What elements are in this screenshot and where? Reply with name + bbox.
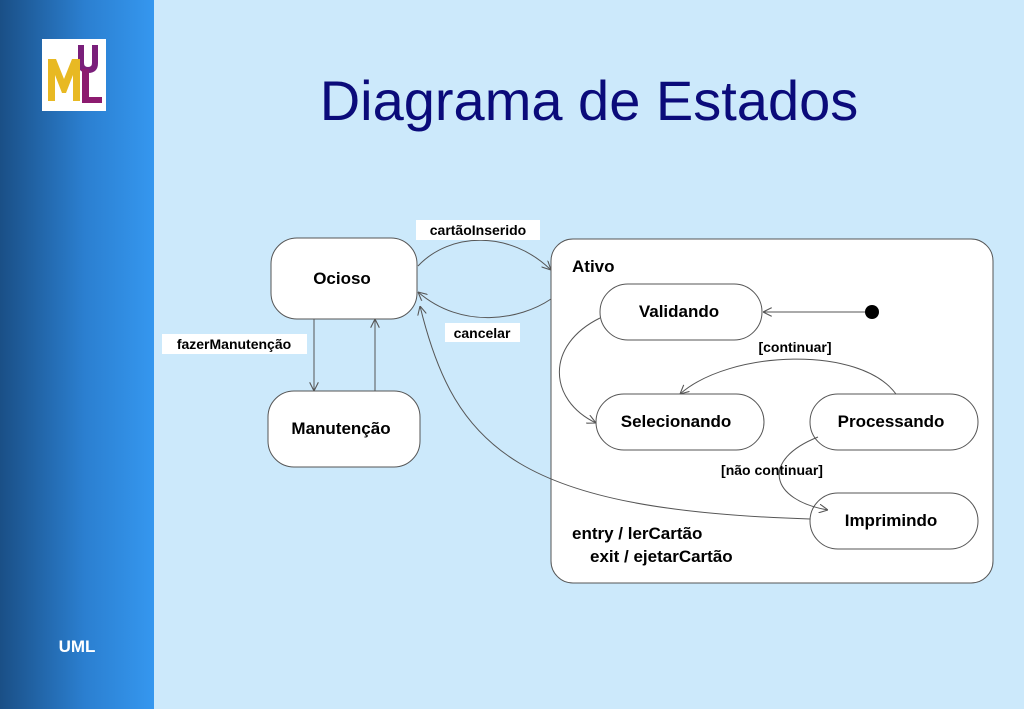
edge-continuar <box>680 358 897 394</box>
edge-cartao-inserido <box>417 239 551 270</box>
state-label-ocioso: Ocioso <box>313 269 371 288</box>
state-ocioso <box>270 237 418 320</box>
composite-label-ativo: Ativo <box>572 257 615 276</box>
slide-title: Diagrama de Estados <box>319 69 859 132</box>
state-processando <box>809 393 979 451</box>
edge-label-cartao-inserido: cartãoInserido <box>430 222 526 238</box>
state-label-validando: Validando <box>639 302 719 321</box>
footer-label: UML <box>58 637 96 656</box>
edge-validando-selecionando <box>558 317 601 423</box>
uml-logo <box>42 39 106 111</box>
state-label-processando: Processando <box>838 412 945 431</box>
sidebar: UML <box>0 0 154 709</box>
edge-label-cancelar: cancelar <box>454 325 511 341</box>
state-manutencao <box>267 390 421 468</box>
composite-entry-action: entry / lerCartão <box>572 524 702 543</box>
edge-cancelar <box>418 292 552 319</box>
composite-exit-action: exit / ejetarCartão <box>590 547 733 566</box>
edge-label-continuar: [continuar] <box>758 339 831 355</box>
edge-imprimindo-ocioso <box>420 306 811 520</box>
initial-state <box>865 305 879 319</box>
state-label-manutencao: Manutenção <box>291 419 390 438</box>
state-label-imprimindo: Imprimindo <box>845 511 938 530</box>
state-validando <box>599 283 763 341</box>
state-label-selecionando: Selecionando <box>621 412 732 431</box>
state-imprimindo <box>809 492 979 550</box>
edge-label-fazer-manutencao: fazerManutenção <box>177 336 291 352</box>
edge-label-nao-continuar: [não continuar] <box>721 462 823 478</box>
edge-nao-continuar <box>778 436 828 510</box>
